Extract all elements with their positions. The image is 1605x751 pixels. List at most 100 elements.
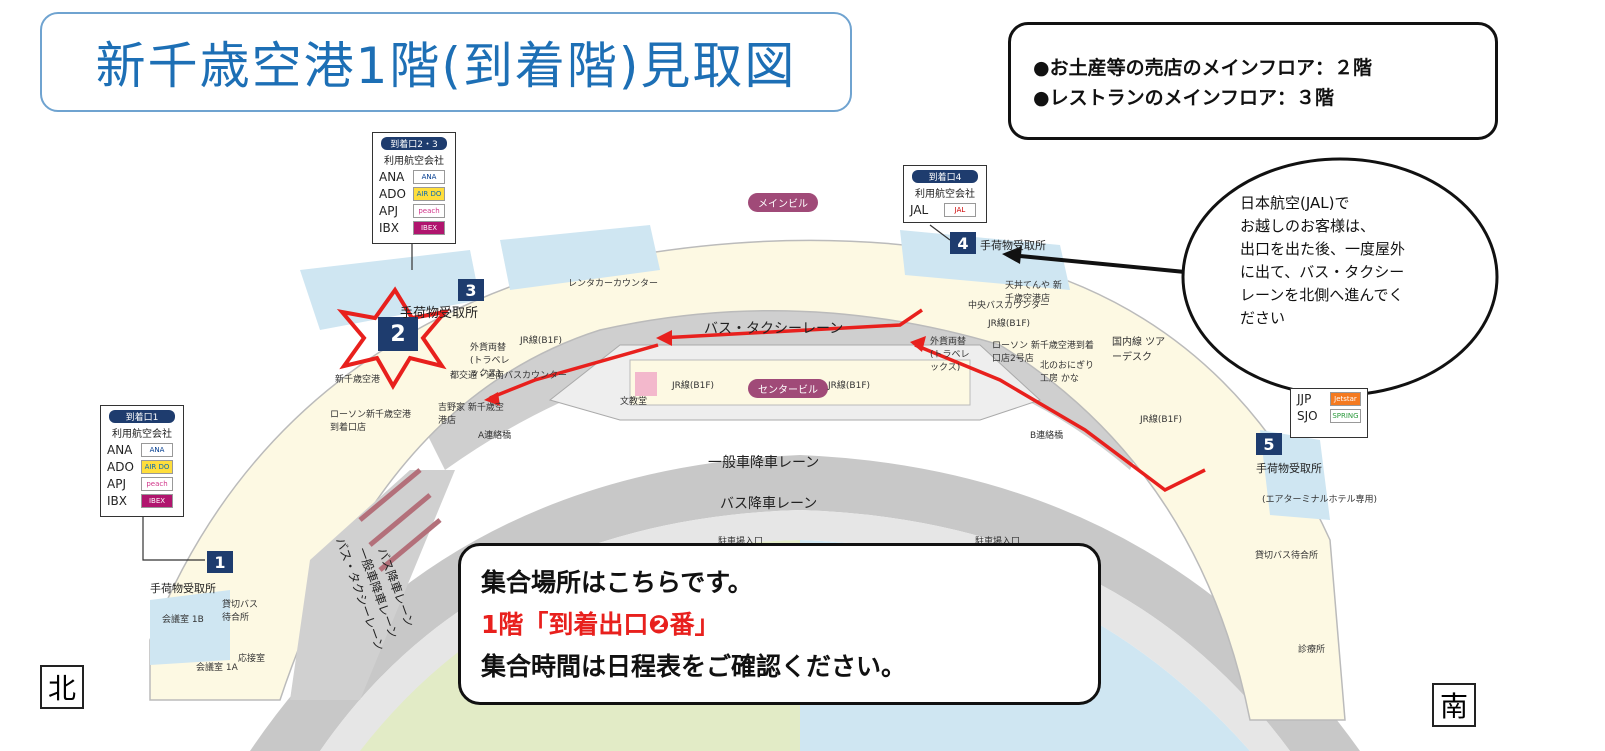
ramp-lanes	[290, 470, 455, 700]
leader-g1	[142, 515, 205, 561]
zone-blue-5	[150, 590, 230, 665]
yoshinoya-label: 吉野家 新千歳空港店	[438, 403, 504, 426]
airline-card-gate-4: 到着口4 利用航空会社 JAL JAL	[903, 165, 987, 223]
central-bus-label: 中央バスカウンター	[968, 301, 1050, 311]
bubble-pointer-head	[1002, 246, 1022, 264]
lane-inner	[420, 295, 1150, 470]
meeting-line-2: 1階「到着出口❷番」	[481, 610, 720, 639]
north-marker: 北	[40, 665, 84, 709]
airline-card-head: 到着口2・3	[381, 137, 447, 150]
airline-code: IBX	[379, 221, 399, 235]
zone-blue-3	[900, 230, 1070, 290]
clinic-label: 診療所	[1298, 645, 1326, 655]
charter-wait-label-2: 貸切バス 待合所	[222, 600, 259, 623]
page-title: 新千歳空港1階(到着階)見取図	[95, 37, 797, 95]
jal-notice-line-6: ださい	[1240, 309, 1286, 327]
peach-logo: peach	[413, 204, 445, 218]
jr-label-3: JR線(B1F)	[828, 381, 871, 391]
lane-ring-outer	[250, 455, 1360, 751]
airline-code: APJ	[107, 477, 126, 491]
jr-label-2: JR線(B1F)	[672, 381, 715, 391]
airline-code: APJ	[379, 204, 398, 218]
jal-notice-line-4: に出て、バス・タクシー	[1240, 263, 1405, 281]
tour-desk-label: 国内線 ツアーデスク	[1112, 337, 1166, 363]
gate-4-label: 手荷物受取所	[980, 239, 1046, 252]
spring-logo: SPRING	[1329, 409, 1361, 423]
exchange-label-1: 外貨両替(トラベレックス)	[470, 343, 510, 379]
jal-notice-line-3: 出口を出た後、一度屋外	[1240, 240, 1406, 258]
airline-code: JAL	[910, 203, 929, 217]
gate-3-marker: 3	[458, 279, 484, 301]
zone-blue-2	[500, 225, 660, 290]
jal-notice-line-5: レーンを北側へ進んでく	[1240, 286, 1404, 304]
airline-code: ADO	[107, 460, 134, 474]
gate-2-label: 手荷物受取所	[400, 306, 479, 321]
reception-label: 応接室	[238, 654, 266, 664]
gate-4-marker: 4	[950, 232, 976, 254]
meeting-line-3: 集合時間は日程表をご確認ください。	[481, 652, 907, 681]
route-arrowheads	[484, 330, 926, 406]
main-building-label: メインビル	[748, 193, 818, 212]
ibex-logo: IBEX	[141, 494, 173, 508]
jal-notice-line-1: 日本航空(JAL)で	[1240, 194, 1350, 212]
gate-1-label: 手荷物受取所	[150, 582, 216, 595]
title-box: 新千歳空港1階(到着階)見取図	[40, 12, 852, 112]
airdo-logo: AIR DO	[413, 187, 445, 201]
tenya-label: 天丼てんや 新千歳空港店	[1005, 281, 1062, 304]
bus-counter-label: 都交通・道南バスカウンター	[450, 371, 568, 381]
airline-card-head: 到着口1	[109, 410, 175, 423]
general-drop-lane-label: 一般車降車レーン	[708, 455, 820, 471]
airline-code: ANA	[107, 443, 133, 457]
onigiri-label: 北のおにぎり 工房 かな	[1040, 361, 1095, 384]
meeting-point-box: 集合場所はこちらです。 1階「到着出口❷番」 集合時間は日程表をご確認ください。	[458, 543, 1101, 705]
airline-card-gate-1: 到着口1 利用航空会社 ANA ANA ADO AIR DO APJ peach IB…	[100, 405, 184, 517]
bus-taxi-lane-label: バス・タクシーレーン	[704, 321, 844, 337]
exchange-label-2: 外貨両替(トラベレックス)	[930, 337, 970, 373]
airdo-logo: AIR DO	[141, 460, 173, 474]
ibex-logo: IBEX	[413, 221, 445, 235]
peach-logo: peach	[141, 477, 173, 491]
charter-wait-label: 貸切バス待合所	[1255, 551, 1319, 561]
gate-5-marker: 5	[1256, 433, 1282, 455]
gate-2-star	[336, 286, 451, 390]
airline-code: SJO	[1297, 409, 1318, 423]
meeting-room-1a-label: 会議室 1A	[196, 663, 238, 673]
zone-blue-1	[300, 250, 480, 330]
leader-g4	[929, 224, 951, 241]
ana-logo: ANA	[141, 443, 173, 457]
airline-card-sub: 利用航空会社	[112, 429, 172, 440]
gate-5-label: 手荷物受取所	[1256, 462, 1322, 475]
meeting-room-1b-label: 会議室 1B	[162, 615, 204, 625]
gate-2-marker: 2	[378, 317, 418, 351]
center-building-label: センタービル	[748, 379, 828, 398]
airline-code: ADO	[379, 187, 406, 201]
meeting-line-1: 集合場所はこちらです。	[481, 568, 753, 597]
south-marker: 南	[1432, 683, 1476, 727]
jal-logo: JAL	[944, 203, 976, 217]
bubble-pointer	[1009, 253, 1186, 274]
gate-1-marker: 1	[207, 551, 233, 573]
rentacar-label: レンタカーカウンター	[568, 279, 659, 289]
jal-notice-line-2: お越しのお客様は、	[1240, 217, 1376, 235]
airline-card-sub: 利用航空会社	[915, 189, 975, 200]
ana-logo: ANA	[413, 170, 445, 184]
route-lines	[489, 308, 1206, 493]
ramp-arrows	[358, 468, 442, 572]
jr-label-5: JR線(B1F)	[1140, 415, 1183, 425]
jetstar-logo: Jetstar	[1329, 392, 1361, 406]
parking-entrance-1: 駐車場入口	[718, 537, 764, 547]
info-line-restaurants: ●レストランのメインフロア：３階	[1033, 87, 1335, 109]
airline-code: ANA	[379, 170, 405, 184]
lawson-label-1: ローソン新千歳空港 到着口店	[330, 410, 412, 433]
airline-card-head: 到着口4	[912, 170, 978, 183]
jr-label-1: JR線(B1F)	[520, 336, 563, 346]
jr-label-4: JR線(B1F)	[988, 319, 1031, 329]
newchitose-label: 新千歳空港	[335, 375, 381, 385]
lawson-label-2: ローソン 新千歳空港到着口店2号店	[992, 341, 1094, 364]
airline-code: IBX	[107, 494, 127, 508]
info-line-shops: ●お土産等の売店のメインフロア：２階	[1033, 57, 1373, 79]
a-bridge-label: A連絡橋	[478, 431, 512, 441]
